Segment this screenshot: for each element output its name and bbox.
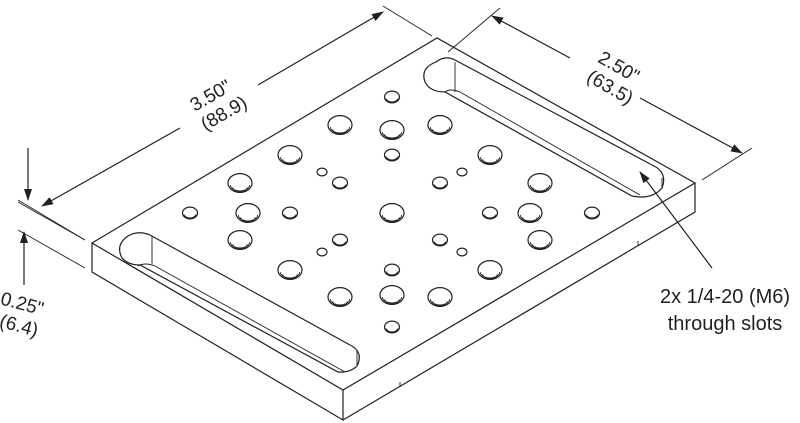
tapped-hole: [281, 206, 299, 220]
counterbored-hole: [277, 145, 303, 165]
plate-front-face: [91, 243, 344, 422]
tapped-hole: [383, 90, 401, 104]
tapped-hole: [331, 176, 349, 190]
width-dimension: 2.50" (63.5): [447, 7, 753, 181]
tapped-hole: [181, 206, 199, 220]
counterbored-hole: [379, 120, 405, 140]
through-hole: [316, 247, 328, 257]
slot-callout: 2x 1/4-20 (M6) through slots: [639, 171, 790, 335]
hole-pattern: [181, 90, 601, 334]
slot-right: [423, 57, 665, 198]
counterbored-hole: [517, 203, 543, 223]
counterbored-hole: [477, 260, 503, 280]
plate-body: [90, 37, 697, 422]
counterbored-hole: [227, 230, 253, 250]
counterbored-hole: [379, 203, 405, 223]
counterbored-hole: [277, 260, 303, 280]
counterbored-hole: [527, 230, 553, 250]
counterbored-hole: [427, 115, 453, 135]
through-hole: [316, 167, 328, 177]
callout-line1: 2x 1/4-20 (M6): [660, 286, 790, 308]
counterbored-hole: [379, 285, 405, 305]
counterbored-hole: [235, 203, 261, 223]
tapped-hole: [331, 233, 349, 247]
length-dimension: 3.50" (88.9): [17, 5, 433, 241]
plate-side-face: [342, 183, 696, 421]
counterbored-hole: [327, 287, 353, 307]
tapped-hole: [431, 233, 449, 247]
counterbored-hole: [527, 173, 553, 193]
counterbored-hole: [227, 173, 253, 193]
counterbored-hole: [477, 145, 503, 165]
svg-text:0.25" (6.4): 0.25" (6.4): [0, 289, 51, 343]
counterbored-hole: [327, 115, 353, 135]
svg-text:3.50" (88.9): 3.50" (88.9): [187, 73, 251, 135]
tapped-hole: [583, 206, 601, 220]
through-hole: [456, 247, 468, 257]
through-hole: [456, 167, 468, 177]
tapped-hole: [383, 320, 401, 334]
tapped-hole: [383, 263, 401, 277]
tapped-hole: [481, 206, 499, 220]
tapped-hole: [431, 176, 449, 190]
plate-edge-detail: [399, 241, 639, 387]
counterbored-hole: [427, 287, 453, 307]
svg-text:2.50" (63.5): 2.50" (63.5): [583, 47, 647, 109]
callout-line2: through slots: [668, 313, 783, 335]
tapped-hole: [383, 148, 401, 162]
thickness-dimension: 0.25" (6.4): [0, 148, 86, 343]
slot-left: [118, 232, 360, 373]
